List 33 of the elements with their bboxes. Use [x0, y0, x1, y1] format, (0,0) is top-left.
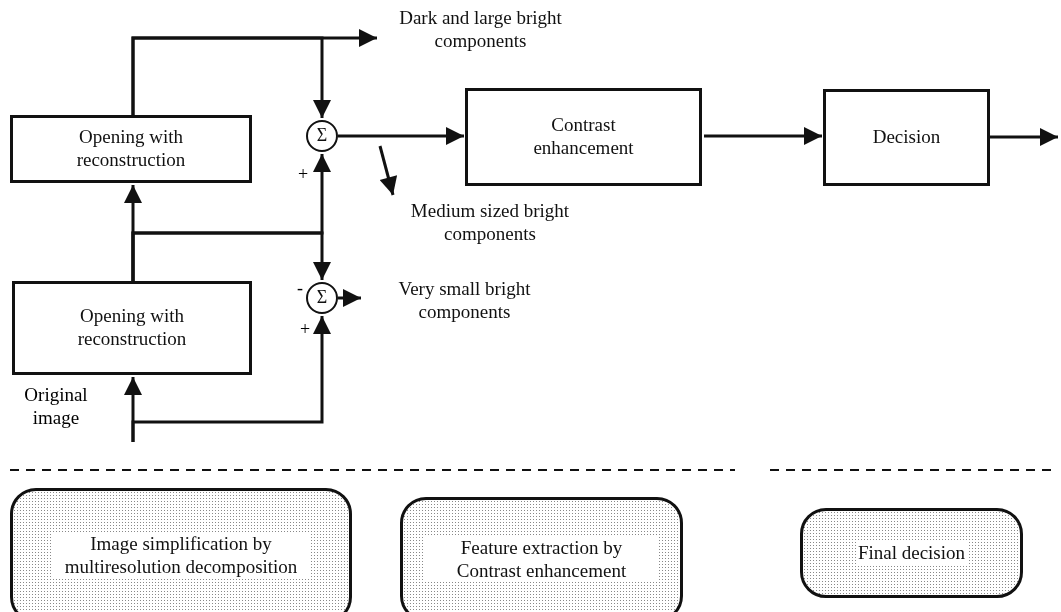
sign-label: +	[298, 165, 309, 183]
sign-label: -	[297, 279, 303, 297]
arrow	[338, 289, 361, 307]
stage-label: Feature extraction by Contrast enhancement	[425, 536, 658, 583]
arrow	[131, 36, 331, 118]
arrow	[990, 128, 1058, 146]
text-label: Very small bright components	[397, 278, 532, 324]
summing-junction	[306, 282, 338, 314]
stage-box	[800, 508, 1023, 598]
process-box	[823, 89, 990, 186]
arrow	[131, 316, 331, 442]
arrow	[378, 145, 398, 196]
box-label: Contrast enhancement	[532, 114, 635, 160]
text-label: Dark and large bright components	[398, 7, 563, 53]
process-box	[10, 115, 252, 183]
edge-label: Original image	[23, 384, 89, 430]
process-box	[12, 281, 252, 375]
text-label: Medium sized bright components	[409, 200, 571, 246]
sigma-symbol: Σ	[316, 287, 328, 309]
process-box	[465, 88, 702, 186]
stage-box	[10, 488, 352, 612]
arrow	[704, 127, 822, 145]
box-label: Opening with reconstruction	[76, 305, 188, 351]
arrow	[338, 127, 464, 145]
stage-label: Image simplification by multiresolution decomposition	[53, 532, 309, 579]
box-label: Opening with reconstruction	[75, 126, 187, 172]
sigma-symbol: Σ	[316, 125, 328, 147]
arrow	[131, 231, 331, 281]
stage-box	[400, 497, 683, 612]
summing-junction	[306, 120, 338, 152]
sign-label: +	[300, 320, 311, 338]
stage-label: Final decision	[855, 541, 968, 565]
box-label: Decision	[872, 126, 941, 149]
